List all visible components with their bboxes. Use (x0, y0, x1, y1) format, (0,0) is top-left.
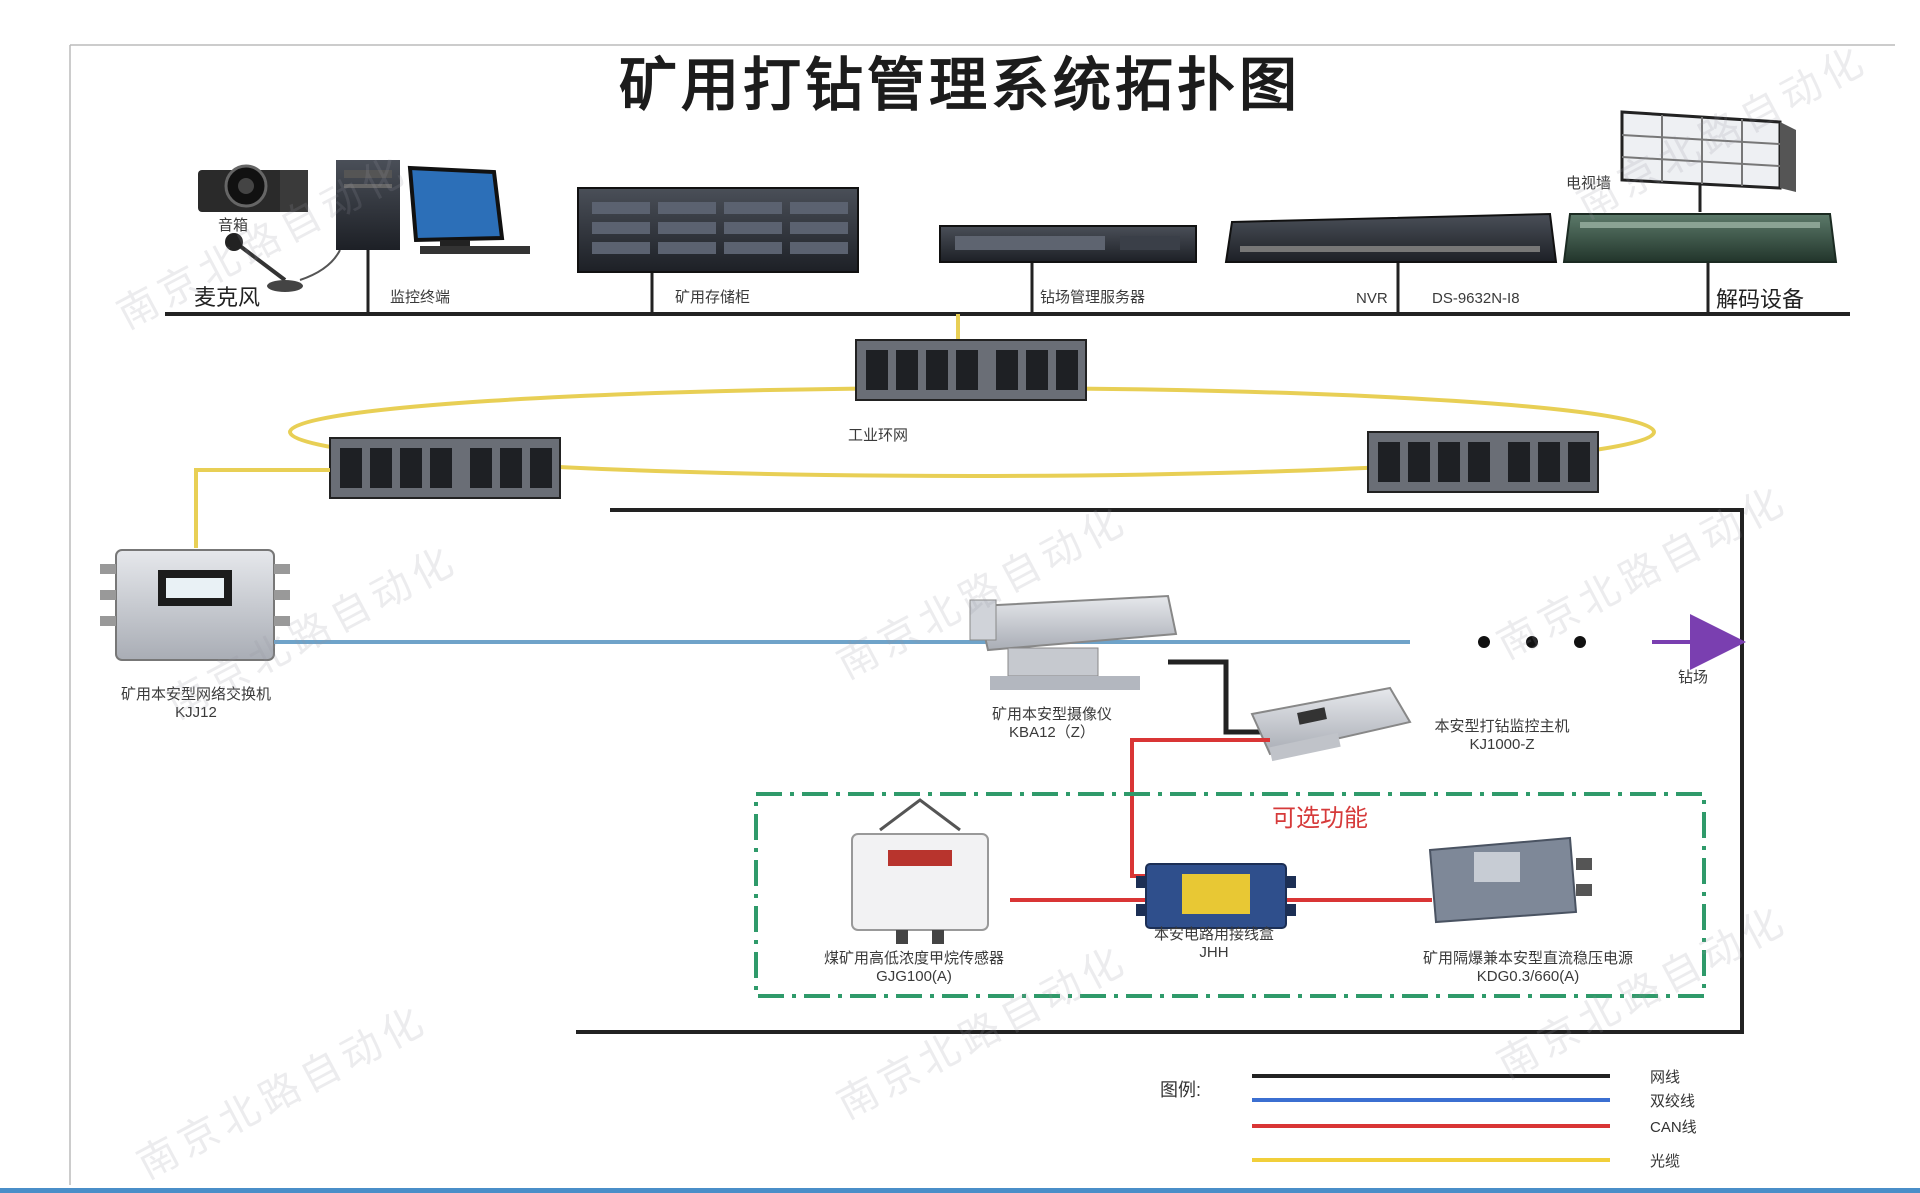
label-switch: 矿用本安型网络交换机 KJJ12 (121, 686, 271, 722)
label-tv-wall: 电视墙 (1566, 175, 1612, 192)
camera-host-cable (1168, 659, 1268, 735)
label-gas-model: GJG100(A) (876, 968, 952, 985)
label-industrial-ring: 工业环网 (848, 427, 909, 444)
storage-device (577, 187, 859, 273)
legend-item-twisted: 双绞线 (1650, 1093, 1696, 1110)
label-power-name: 矿用隔爆兼本安型直流稳压电源 (1422, 950, 1634, 967)
label-power-model: KDG0.3/660(A) (1476, 968, 1580, 985)
label-drill-server: 钻场管理服务器 (1040, 289, 1146, 306)
label-speaker: 音箱 (218, 217, 249, 234)
can-vertical-line (1130, 738, 1270, 878)
label-host-model: KJ1000-Z (1469, 736, 1535, 753)
label-host: 本安型打钻监控主机 KJ1000-Z (1434, 718, 1569, 754)
page-title: 矿用打钻管理系统拓扑图 (618, 51, 1301, 119)
label-host-name: 本安型打钻监控主机 (1434, 718, 1570, 735)
optional-box (754, 792, 1706, 998)
dot-3 (1574, 636, 1586, 648)
label-gas-name: 煤矿用高低浓度甲烷传感器 (823, 950, 1005, 967)
label-junction-name: 本安电路用接线盒 (1153, 926, 1275, 943)
label-storage: 矿用存储柜 (675, 289, 751, 306)
label-junction-model: JHH (1199, 944, 1229, 961)
legend-item-network: 网线 (1650, 1069, 1681, 1086)
label-junction: 本安电路用接线盒 JHH (1154, 926, 1274, 962)
label-monitor-terminal: 监控终端 (390, 289, 451, 306)
fiber-to-switch (194, 468, 330, 548)
drill-server-device (939, 225, 1197, 263)
label-nvr: NVR (1356, 290, 1388, 307)
kjj12-switch-device (100, 549, 290, 661)
network-loop (576, 508, 1744, 1034)
tv-wall-device (1620, 110, 1796, 192)
ring-switch-top (855, 339, 1087, 401)
legend-item-fiber: 光缆 (1650, 1153, 1681, 1170)
speaker-device (198, 164, 308, 212)
label-optional: 可选功能 (1272, 805, 1368, 832)
decoder-device (1562, 213, 1838, 263)
label-gas: 煤矿用高低浓度甲烷传感器 GJG100(A) (824, 950, 1004, 986)
power-supply-device (1428, 836, 1592, 924)
label-switch-model: KJJ12 (175, 704, 217, 721)
nvr-device (1224, 212, 1558, 263)
label-camera-name: 矿用本安型摄像仪 (991, 706, 1113, 723)
host-device (1250, 686, 1412, 762)
label-nvr-model: DS-9632N-I8 (1432, 290, 1520, 307)
monitor-terminal-device (336, 160, 530, 254)
bottom-border-strip (0, 1188, 1920, 1193)
label-power: 矿用隔爆兼本安型直流稳压电源 KDG0.3/660(A) (1423, 950, 1633, 986)
legend-title: 图例: (1160, 1080, 1202, 1100)
label-drill: 钻场 (1678, 669, 1709, 686)
legend-item-can: CAN线 (1650, 1119, 1697, 1136)
ring-switch-left (329, 437, 561, 499)
label-microphone: 麦克风 (194, 285, 261, 310)
junction-box-device (1136, 863, 1296, 929)
gas-sensor-device (851, 798, 989, 944)
dot-2 (1526, 636, 1538, 648)
label-camera-model: KBA12（Z） (1009, 724, 1095, 741)
label-switch-name: 矿用本安型网络交换机 (120, 686, 272, 703)
label-camera: 矿用本安型摄像仪 KBA12（Z） (992, 706, 1112, 742)
ring-switch-right (1367, 431, 1599, 493)
dot-1 (1478, 636, 1490, 648)
label-decoder: 解码设备 (1716, 287, 1805, 312)
microphone-device (225, 233, 341, 292)
camera-device (969, 594, 1178, 690)
